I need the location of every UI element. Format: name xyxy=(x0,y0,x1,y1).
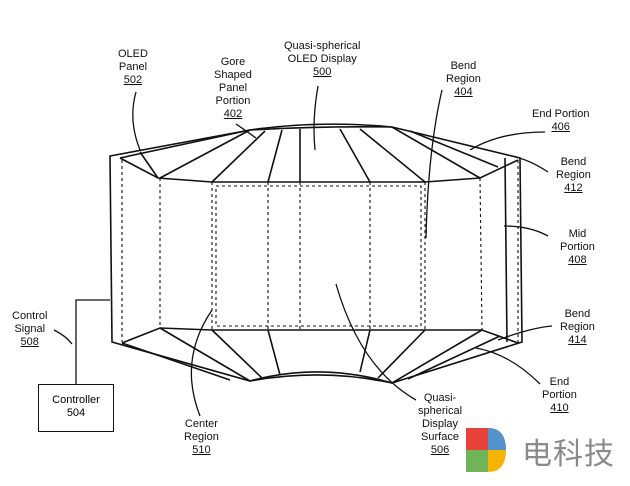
watermark-text: 电科技 xyxy=(522,437,615,472)
label-end-top: End Portion 406 xyxy=(532,108,590,133)
top-arc xyxy=(249,123,393,131)
label-bend-right-lower: Bend Region 414 xyxy=(560,308,595,346)
watermark-logo-icon xyxy=(466,428,506,472)
controller-box: Controller 504 xyxy=(38,384,114,432)
outer-outline xyxy=(109,126,523,384)
center-region-outline xyxy=(215,185,422,327)
label-bend-top: Bend Region 404 xyxy=(446,60,481,98)
bottom-arc xyxy=(249,371,393,384)
label-bend-right-upper: Bend Region 412 xyxy=(556,156,591,194)
label-display: Quasi-spherical OLED Display 500 xyxy=(284,40,361,78)
label-gore-panel: Gore Shaped Panel Portion 402 xyxy=(214,56,252,120)
inner-top-edge xyxy=(119,157,519,183)
label-surface: Quasi- spherical Display Surface 506 xyxy=(418,392,463,456)
inner-bottom-edge xyxy=(121,327,519,344)
label-control-signal: Control Signal 508 xyxy=(12,310,48,348)
label-mid: Mid Portion 408 xyxy=(560,228,595,266)
label-center: Center Region 510 xyxy=(184,418,219,456)
label-oled-panel: OLED Panel 502 xyxy=(118,48,148,86)
label-end-bottom: End Portion 410 xyxy=(542,376,577,414)
